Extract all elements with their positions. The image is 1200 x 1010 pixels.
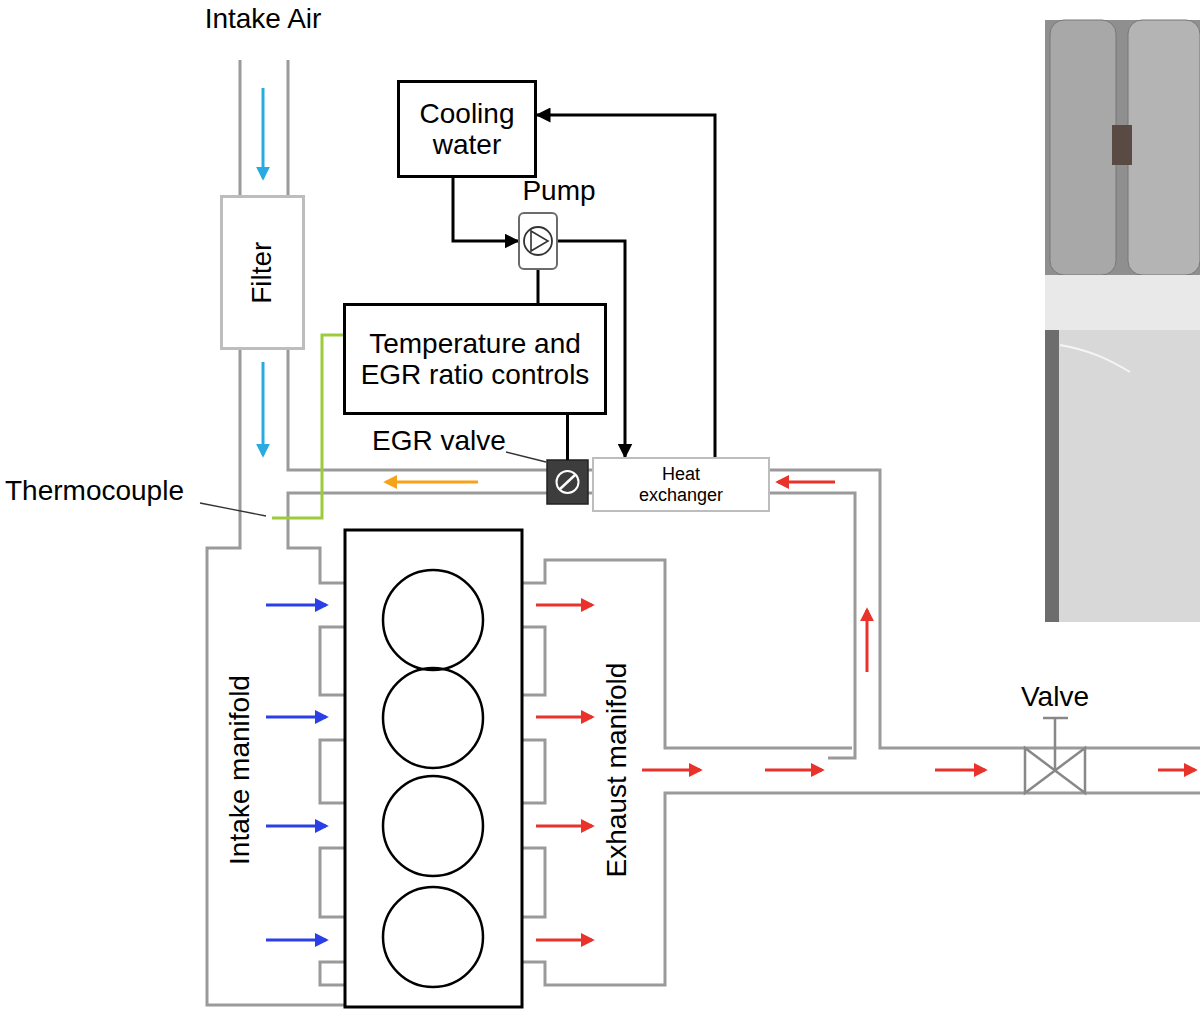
air-flow-arrow — [262, 88, 265, 178]
egr-valve-symbol — [560, 475, 575, 489]
egr-valve: EGR valve — [547, 460, 588, 504]
thermocouple-wire — [272, 335, 343, 518]
photo-shaft — [1112, 125, 1132, 165]
control-wire — [537, 270, 540, 303]
exhaust-valve: Valve — [1025, 748, 1085, 793]
cylinder — [383, 776, 483, 876]
part-label: EGR valve — [372, 426, 506, 457]
photo-drum — [1128, 20, 1200, 275]
photo-shadow — [1045, 330, 1059, 622]
photo-wall — [1045, 330, 1200, 622]
cylinder — [383, 887, 483, 987]
manifold-label: Intake manifold — [225, 675, 256, 865]
part-label: Pump — [522, 176, 595, 207]
part-label: Valve — [1021, 682, 1089, 713]
air-flow-arrow — [262, 362, 265, 455]
egr-flow-arrow — [778, 481, 835, 484]
leader-line — [506, 452, 546, 462]
box-label: Temperature and EGR ratio controls — [354, 328, 596, 391]
leader-line — [200, 503, 266, 516]
engine-block — [345, 530, 522, 1007]
exhaust-flow-arrow — [765, 769, 822, 772]
exhaust-flow-arrow — [536, 939, 592, 942]
intake-pipe-wall — [207, 60, 345, 1005]
egr-valve-symbol — [547, 460, 588, 504]
coolant-line — [453, 178, 518, 241]
intake-flow-arrow — [266, 604, 326, 607]
intake-flow-arrow — [266, 716, 326, 719]
exhaust-flow-arrow — [935, 769, 985, 772]
pump-box: Pump — [518, 212, 558, 270]
pump-symbol — [524, 227, 552, 255]
exhaust-flow-arrow — [642, 769, 700, 772]
photo-cable — [1060, 345, 1130, 372]
photo-drum — [1050, 20, 1116, 275]
control-wire — [566, 415, 569, 460]
controller-box: Temperature and EGR ratio controls — [343, 303, 607, 415]
cylinders — [383, 570, 483, 987]
cylinder — [383, 570, 483, 670]
flow-arrows — [263, 88, 1195, 940]
exhaust-flow-arrow — [536, 604, 592, 607]
intake-flow-arrow — [266, 939, 326, 942]
exhaust-manifold-wall — [522, 560, 852, 748]
box-label: Heat exchanger — [626, 464, 736, 504]
exhaust-port-wall — [522, 627, 545, 917]
exhaust-flow-arrow — [536, 716, 592, 719]
photo-background — [1045, 20, 1200, 622]
cooling-water-tank: Cooling water — [397, 80, 537, 178]
pump-symbol — [531, 231, 548, 251]
egr-valve-symbol — [557, 471, 579, 493]
manifold-label: Exhaust manifold — [602, 663, 633, 878]
heat-exchanger-box: Heat exchanger — [592, 457, 770, 512]
valve-stem — [1043, 718, 1068, 770]
filter-box: Filter — [220, 195, 305, 350]
engine-photo — [1045, 20, 1200, 622]
intake-flow-arrow — [266, 825, 326, 828]
intake-air-label: Intake Air — [205, 4, 322, 35]
box-label: Filter — [247, 241, 278, 303]
exhaust-flow-arrow — [1158, 769, 1195, 772]
thermocouple-label: Thermocouple — [5, 476, 184, 507]
photo-ledge — [1045, 275, 1200, 330]
egr-flow-arrow — [866, 610, 869, 672]
box-label: Cooling water — [408, 98, 526, 161]
cylinder — [383, 668, 483, 768]
cooled-egr-arrow — [386, 481, 478, 484]
exhaust-flow-arrow — [536, 825, 592, 828]
